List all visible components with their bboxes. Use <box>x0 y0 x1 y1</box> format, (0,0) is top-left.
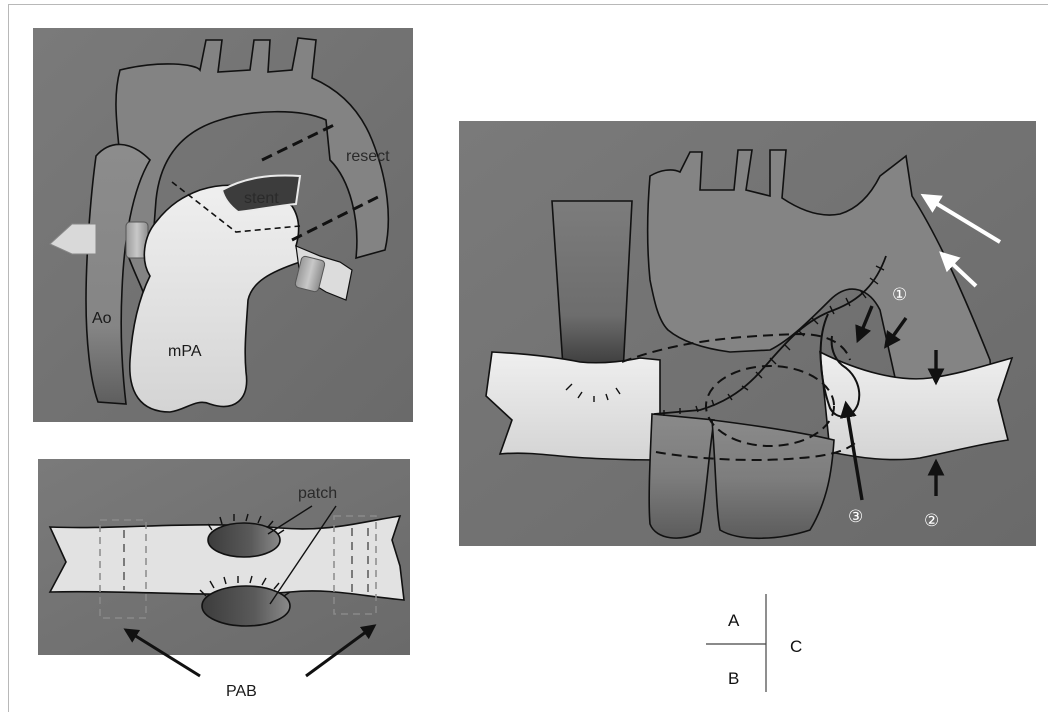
label-ao: Ao <box>92 310 112 327</box>
patch-upper <box>208 523 280 557</box>
panel-b: patch PAB <box>38 459 410 700</box>
outflow-leg-right <box>712 420 834 538</box>
marker-three: ③ <box>848 507 863 527</box>
label-resect: resect <box>346 148 390 165</box>
patch-lower <box>202 586 290 626</box>
panel-c: ① ② ③ <box>459 121 1036 546</box>
label-patch: patch <box>298 485 337 502</box>
layout-key-c: C <box>790 637 802 656</box>
label-mpa: mPA <box>168 343 202 360</box>
label-stent: stent <box>244 190 279 207</box>
marker-one: ① <box>892 285 907 305</box>
layout-key-b: B <box>728 669 739 688</box>
layout-key-a: A <box>728 611 740 630</box>
label-pab: PAB <box>226 683 257 700</box>
panel-a: resect stent Ao mPA <box>33 28 413 422</box>
layout-key: A B C <box>706 594 802 692</box>
branch-pulmonary-artery <box>486 352 660 460</box>
marker-two: ② <box>924 511 939 531</box>
